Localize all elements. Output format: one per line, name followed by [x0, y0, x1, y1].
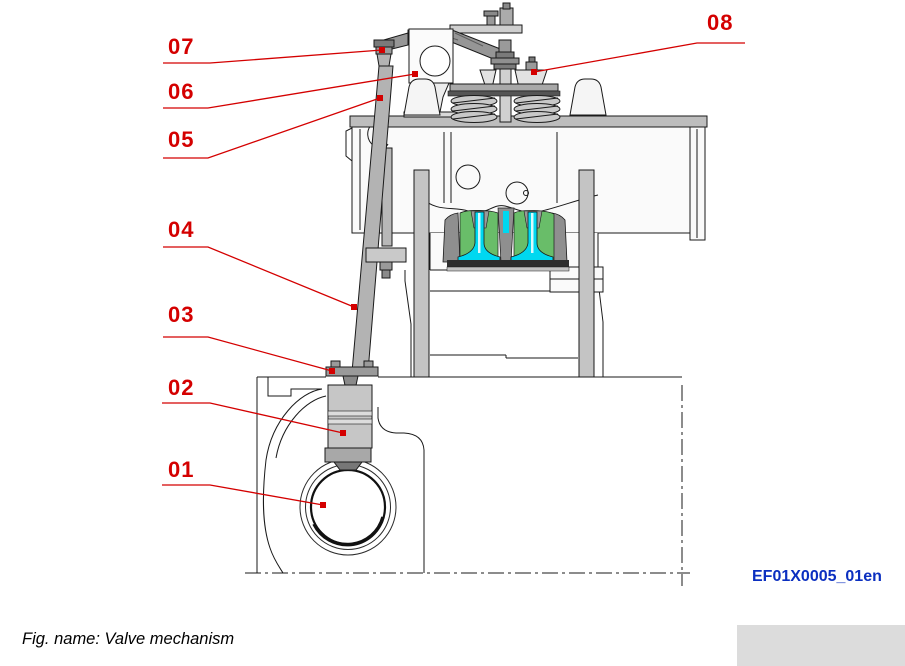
retainer-bolt [525, 61, 538, 71]
leader-line-08 [533, 42, 745, 73]
figure-caption: Fig. name: Valve mechanism [22, 630, 235, 648]
callout-leaders [162, 42, 745, 508]
leader-dots [320, 47, 537, 508]
leader-line-01 [162, 484, 324, 506]
callout-label-02: 02 [168, 375, 195, 400]
spring-seat-boss-right [569, 78, 607, 116]
adjusting-screw-left [373, 39, 395, 48]
leader-line-05 [163, 97, 381, 159]
spring-seat-boss-left [403, 78, 441, 116]
valve-spring-coils [450, 95, 561, 123]
tappet-assembly [324, 360, 379, 471]
crankcase-block [245, 376, 690, 586]
callout-label-05: 05 [168, 127, 195, 152]
ports-and-valves [442, 207, 570, 272]
leader-line-03 [163, 336, 333, 372]
rocker-bolt [483, 10, 499, 17]
callout-label-04: 04 [168, 217, 195, 242]
leader-line-04 [163, 246, 355, 308]
callout-label-06: 06 [168, 79, 195, 104]
leader-line-07 [163, 49, 383, 64]
cylinder-barrel-section [404, 266, 604, 377]
rocker-stud-nut [502, 2, 511, 10]
valve-seat-deck [447, 260, 569, 267]
callout-label-07: 07 [168, 34, 195, 59]
page-corner-shade [737, 625, 905, 666]
valve-stem-cap [490, 57, 520, 65]
leader-line-02 [162, 402, 344, 434]
guide-clamp [365, 247, 407, 263]
leader-line-06 [163, 73, 416, 109]
tappet-foot [333, 461, 363, 471]
valve-spring-assembly [403, 56, 607, 123]
camshaft [299, 458, 397, 556]
document-code: EF01X0005_01en [752, 568, 882, 585]
callout-label-08: 08 [707, 10, 734, 35]
callout-label-03: 03 [168, 302, 195, 327]
adjusting-screw-right [498, 39, 512, 53]
pushrod-socket [376, 53, 392, 67]
spring-retainer-plate [449, 83, 559, 92]
rocker-shaft-rail [449, 24, 523, 34]
head-bore-circle-left [455, 164, 481, 190]
rocker-shaft-bore [419, 45, 451, 77]
tappet-body [327, 384, 373, 449]
callout-label-01: 01 [168, 457, 195, 482]
